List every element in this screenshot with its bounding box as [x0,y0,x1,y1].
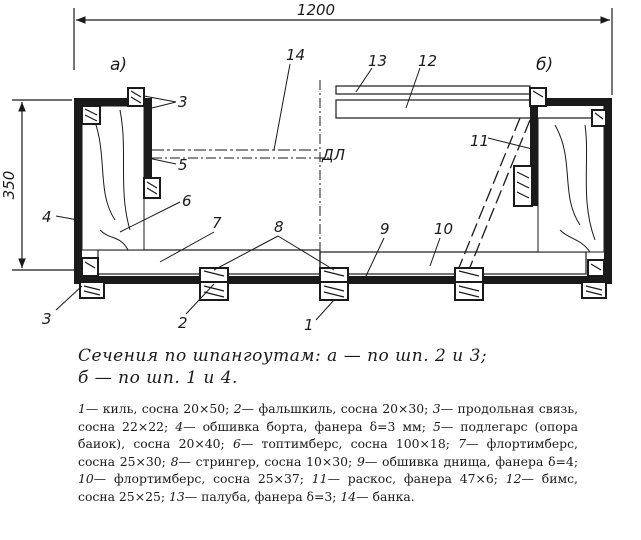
legend-item: 2— фальшкиль, сосна 20×30; [233,401,433,416]
width-dimension-label: 1200 [297,1,335,19]
callout-14: 14 [286,46,305,64]
cross-section-drawing: 1200 350 а) б) [0,1,613,334]
legend-item: 10— флортимберс, сосна 25×37; [78,471,312,487]
callout-13: 13 [368,52,387,70]
callout-numbers: 3 4 5 6 7 8 9 10 11 12 13 14 2 1 3 [42,46,489,334]
waterline-label: ДЛ [321,146,345,164]
callout-3-bottom: 3 [42,310,52,328]
legend-item: 9— обшивка днища, фанера δ=4; [356,453,578,469]
figure-caption: Сечения по шпангоутам: а — по шп. 2 и 3;… [78,345,578,389]
legend-item: 14— банка. [340,488,415,504]
legend: 1— киль, сосна 20×50; 2— фальшкиль, сосн… [78,400,578,506]
section-a-label: а) [110,55,127,75]
callout-3-top: 3 [178,93,188,111]
legend-item: 6— топтимберс, сосна 100×18; [232,436,459,452]
width-dimension [73,8,613,95]
legend-item: 5— подлегарс (опора баиок), сосна 20×40; [78,418,578,452]
height-dimension [12,99,76,271]
callout-10: 10 [434,220,453,238]
caption-line-2: б — по шп. 1 и 4. [78,368,238,388]
legend-item: 13— палуба, фанера δ=3; [168,488,341,504]
leader-lines [55,63,537,321]
height-dimension-label: 350 [0,171,18,200]
caption-line-1: Сечения по шпангоутам: а — по шп. 2 и 3; [78,346,488,366]
callout-9: 9 [380,220,390,238]
callout-5: 5 [178,156,188,174]
callout-11: 11 [470,132,489,150]
timber-hatching [83,90,604,298]
callout-1: 1 [304,316,314,334]
callout-2: 2 [178,314,188,332]
legend-item: 12— бимс, сосна 25×25; [78,471,578,504]
callout-6: 6 [182,192,192,210]
legend-item: 3— продольная связь, сосна 22×22; [78,401,579,434]
legend-item: 8— стрингер, сосна 10×30; [170,453,357,469]
callout-12: 12 [418,52,437,70]
legend-item: 11— раскос, фанера 47×6; [311,471,506,487]
timber-blocks [79,87,607,301]
callout-4: 4 [42,208,52,226]
callout-7: 7 [212,214,222,232]
right-side-hull [530,98,612,276]
legend-item: 4— обшивка борта, фанера δ=3 мм; [175,418,433,434]
legend-item: 1— киль, сосна 20×50; [78,401,234,416]
callout-8: 8 [274,218,284,236]
section-b-label: б) [536,55,553,75]
legend-item: 7— флортимберс, сосна 25×30; [78,436,578,469]
